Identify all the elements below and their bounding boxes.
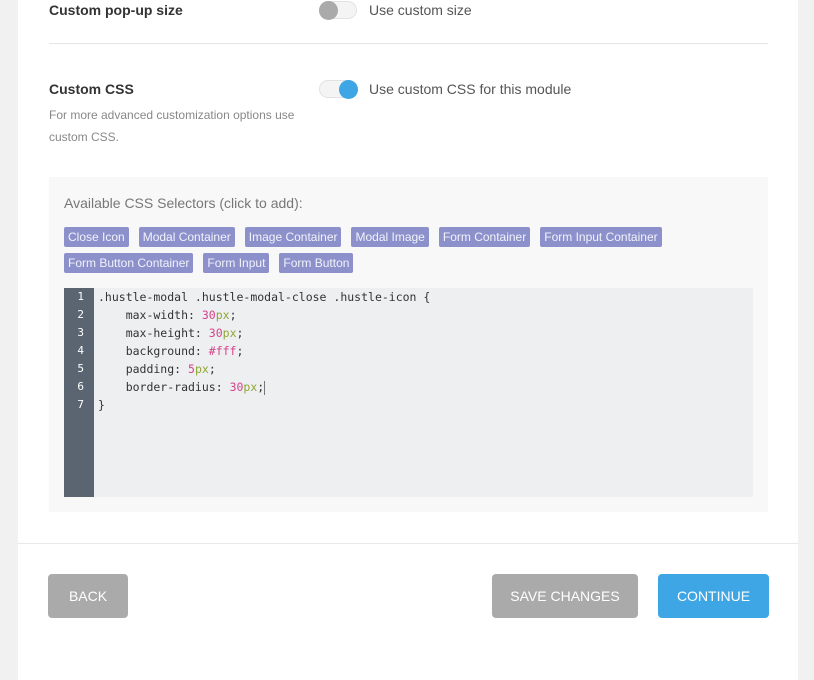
code-token: px — [194, 362, 209, 376]
selector-chip[interactable]: Form Button — [279, 253, 354, 273]
line-number: 6 — [77, 380, 84, 393]
code-token: 30 — [229, 380, 244, 394]
line-number: 2 — [77, 308, 84, 321]
toggle-knob — [339, 80, 358, 99]
selector-chip[interactable]: Form Input Container — [540, 227, 662, 247]
code-line: padding: 5px; — [98, 360, 430, 378]
code-line: max-height: 30px; — [98, 324, 430, 342]
code-token: 30 — [208, 326, 223, 340]
divider — [49, 43, 768, 44]
selector-chips: Close Icon Modal Container Image Container… — [64, 227, 744, 273]
back-button[interactable]: BACK — [48, 574, 128, 618]
code-token: px — [215, 308, 230, 322]
selector-chip[interactable]: Form Container — [438, 227, 531, 247]
custom-size-label: Custom pop-up size — [49, 2, 183, 18]
code-token: #fff — [208, 344, 237, 358]
code-token: max-width: — [98, 308, 202, 322]
line-number: 5 — [77, 362, 84, 375]
custom-size-toggle[interactable] — [319, 1, 357, 20]
selector-chip[interactable]: Close Icon — [64, 227, 129, 247]
line-number-gutter: 1 2 3 4 5 6 7 — [64, 288, 94, 497]
custom-css-title: Custom CSS — [49, 81, 134, 97]
code-area[interactable]: .hustle-modal .hustle-modal-close .hustl… — [98, 288, 430, 414]
custom-css-description: For more advanced customization options … — [49, 108, 295, 144]
footer-divider — [18, 543, 798, 544]
continue-button[interactable]: CONTINUE — [658, 574, 769, 618]
code-token: ; — [236, 326, 244, 340]
custom-css-toggle-label: Use custom CSS for this module — [369, 81, 572, 97]
code-token: padding: — [98, 362, 189, 376]
css-code-editor[interactable]: 1 2 3 4 5 6 7 .hustle-modal .hustle-modal-clos… — [64, 288, 753, 497]
line-number: 7 — [77, 398, 84, 411]
toggle-knob — [319, 1, 338, 20]
code-token: max-height: — [98, 326, 209, 340]
code-line: background: #fff; — [98, 342, 430, 360]
code-token: ; — [257, 380, 265, 394]
selector-chip[interactable]: Image Container — [244, 227, 342, 247]
code-token: px — [222, 326, 237, 340]
selector-chip[interactable]: Modal Image — [351, 227, 429, 247]
code-token: border-radius: — [98, 380, 230, 394]
code-token: ; — [229, 308, 237, 322]
css-selectors-panel: Available CSS Selectors (click to add): … — [49, 177, 768, 512]
code-token: .hustle-modal .hustle-modal-close .hustl… — [98, 290, 431, 304]
code-token: 5 — [188, 362, 195, 376]
code-token: px — [243, 380, 258, 394]
code-token: } — [98, 398, 105, 412]
custom-css-toggle[interactable] — [319, 80, 358, 99]
selectors-title: Available CSS Selectors (click to add): — [64, 195, 303, 211]
code-token: 30 — [201, 308, 216, 322]
selector-chip[interactable]: Modal Container — [138, 227, 235, 247]
selector-chip[interactable]: Form Button Container — [64, 253, 194, 273]
code-line: } — [98, 396, 430, 414]
code-line: max-width: 30px; — [98, 306, 430, 324]
line-number: 3 — [77, 326, 84, 339]
text-caret — [264, 380, 266, 395]
line-number: 1 — [77, 290, 84, 303]
line-number: 4 — [77, 344, 84, 357]
save-changes-button[interactable]: SAVE CHANGES — [492, 574, 638, 618]
code-line: .hustle-modal .hustle-modal-close .hustl… — [98, 288, 430, 306]
code-line: border-radius: 30px; — [98, 378, 430, 396]
selector-chip[interactable]: Form Input — [203, 253, 270, 273]
code-token: background: — [98, 344, 209, 358]
custom-size-toggle-label: Use custom size — [369, 2, 472, 18]
code-token: ; — [236, 344, 244, 358]
code-token: ; — [208, 362, 216, 376]
